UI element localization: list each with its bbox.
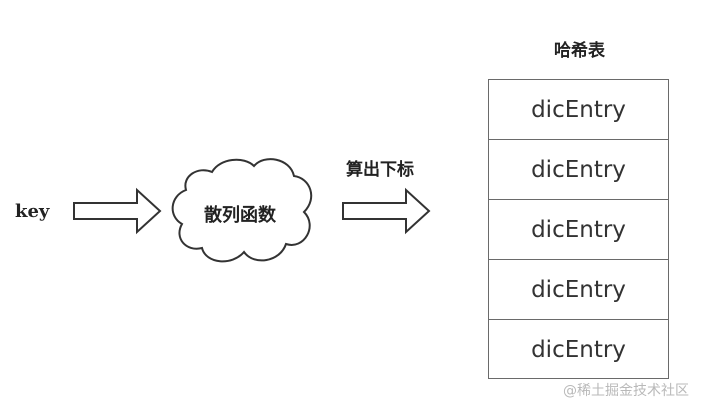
key-label: key — [15, 201, 50, 222]
hash-function-cloud — [171, 158, 313, 263]
arrow-function-to-table — [342, 187, 431, 235]
dic-entry-cell: dicEntry — [489, 80, 668, 140]
arrow-key-to-function — [73, 187, 162, 235]
dic-entry-cell: dicEntry — [489, 200, 668, 260]
hash-function-label: 散列函数 — [204, 205, 276, 226]
dic-entry-cell: dicEntry — [531, 337, 626, 363]
dic-entry-cell: dicEntry — [489, 140, 668, 200]
hash-table-title: 哈希表 — [554, 41, 605, 61]
hash-table: dicEntry dicEntry dicEntry dicEntry dicE… — [488, 79, 669, 379]
dic-entry-cell: dicEntry — [489, 260, 668, 320]
watermark: @稀土掘金技术社区 — [563, 383, 689, 399]
compute-index-label: 算出下标 — [346, 160, 414, 180]
